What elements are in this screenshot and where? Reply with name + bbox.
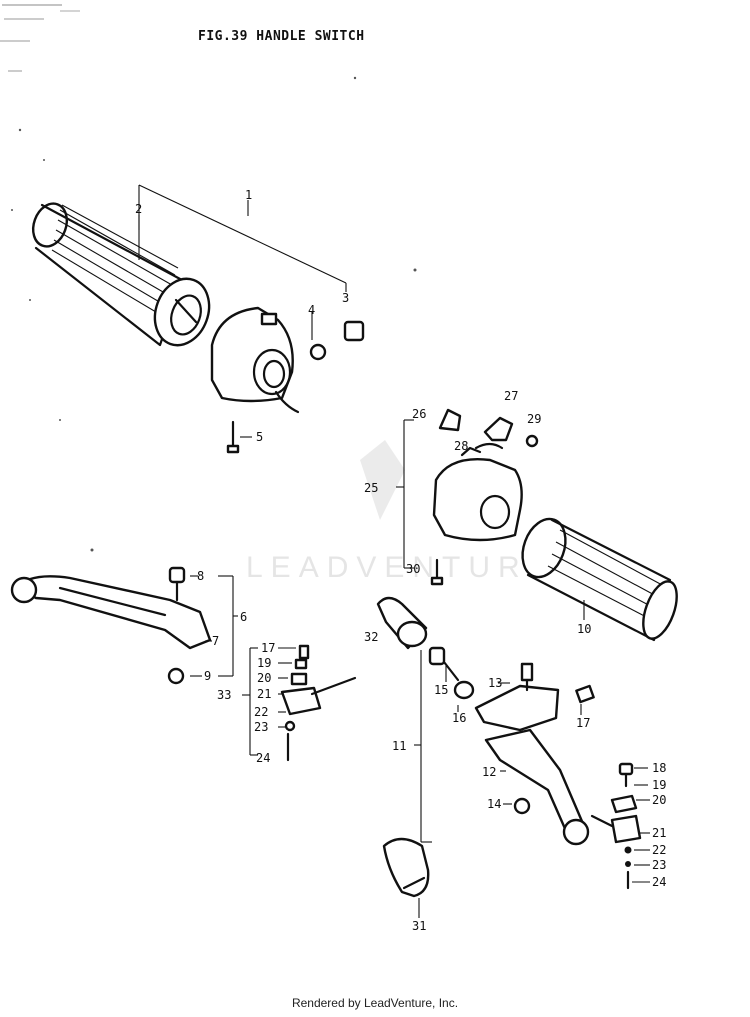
callout-33: 33 xyxy=(217,688,231,702)
callout-4: 4 xyxy=(308,303,315,317)
left-grip xyxy=(31,202,211,347)
callout-15: 15 xyxy=(434,683,448,697)
callout-32: 32 xyxy=(364,630,378,644)
right-lever xyxy=(484,728,590,846)
callout-20b: 20 xyxy=(652,793,666,807)
callout-24a: 24 xyxy=(256,751,270,765)
part-30-screw xyxy=(430,558,444,586)
callout-29: 29 xyxy=(527,412,541,426)
left-cable-switch xyxy=(280,644,357,762)
callout-23b: 23 xyxy=(652,858,666,872)
callout-3: 3 xyxy=(342,291,349,305)
callout-18: 18 xyxy=(652,761,666,775)
callout-19a: 19 xyxy=(257,656,271,670)
callout-23a: 23 xyxy=(254,720,268,734)
parts-26-29 xyxy=(438,408,539,450)
part-9-nut xyxy=(167,667,185,685)
part-32-throttle-boot xyxy=(376,596,428,650)
bracket-25 xyxy=(396,419,414,569)
callout-12: 12 xyxy=(482,765,496,779)
bracket-right-switch xyxy=(632,767,650,883)
callout-28: 28 xyxy=(454,439,468,453)
watermark: LEADVENTURE xyxy=(246,440,556,584)
callout-30: 30 xyxy=(406,562,420,576)
callout-24b: 24 xyxy=(652,875,666,889)
callout-22b: 22 xyxy=(652,843,666,857)
callout-17a: 17 xyxy=(261,641,275,655)
callouts: 2 1 3 4 5 26 27 29 28 25 30 10 8 6 7 9 1… xyxy=(135,188,666,933)
part-3-cap xyxy=(343,320,365,342)
callout-5: 5 xyxy=(256,430,263,444)
diagram-title: FIG.39 HANDLE SWITCH xyxy=(198,29,365,44)
callout-13: 13 xyxy=(488,676,502,690)
callout-31: 31 xyxy=(412,919,426,933)
left-lever xyxy=(10,575,212,650)
callout-11: 11 xyxy=(392,739,406,753)
part-15-16 xyxy=(428,646,475,700)
right-cable-switch xyxy=(590,762,642,890)
callout-27: 27 xyxy=(504,389,518,403)
footer-credit: Rendered by LeadVenture, Inc. xyxy=(291,996,459,1010)
callout-22a: 22 xyxy=(254,705,268,719)
part-4-nut xyxy=(309,343,327,361)
bracket-6 xyxy=(190,575,238,677)
right-lever-holder xyxy=(474,662,595,732)
part-31-boot xyxy=(382,837,430,898)
callout-1: 1 xyxy=(245,188,252,202)
watermark-text: LEADVENTURE xyxy=(246,551,556,584)
callout-25: 25 xyxy=(364,481,378,495)
callout-16: 16 xyxy=(452,711,466,725)
callout-19b: 19 xyxy=(652,778,666,792)
callout-8: 8 xyxy=(197,569,204,583)
left-switch-housing xyxy=(210,306,300,414)
callout-21b: 21 xyxy=(652,826,666,840)
bracket-33 xyxy=(242,647,296,756)
callout-9: 9 xyxy=(204,669,211,683)
part-14-nut xyxy=(513,797,531,815)
bracket-1 xyxy=(138,184,347,292)
callout-20a: 20 xyxy=(257,671,271,685)
callout-2: 2 xyxy=(135,202,142,216)
scan-noise xyxy=(0,4,417,552)
part-5-screw xyxy=(226,420,240,454)
callout-6: 6 xyxy=(240,610,247,624)
right-switch-housing xyxy=(432,446,523,542)
callout-14: 14 xyxy=(487,797,501,811)
callout-10: 10 xyxy=(577,622,591,636)
callout-21a: 21 xyxy=(257,687,271,701)
part-8-bolt xyxy=(168,566,186,602)
callout-7: 7 xyxy=(212,634,219,648)
callout-26: 26 xyxy=(412,407,426,421)
callout-17b: 17 xyxy=(576,716,590,730)
right-grip xyxy=(521,517,678,642)
bracket-11 xyxy=(414,650,582,918)
